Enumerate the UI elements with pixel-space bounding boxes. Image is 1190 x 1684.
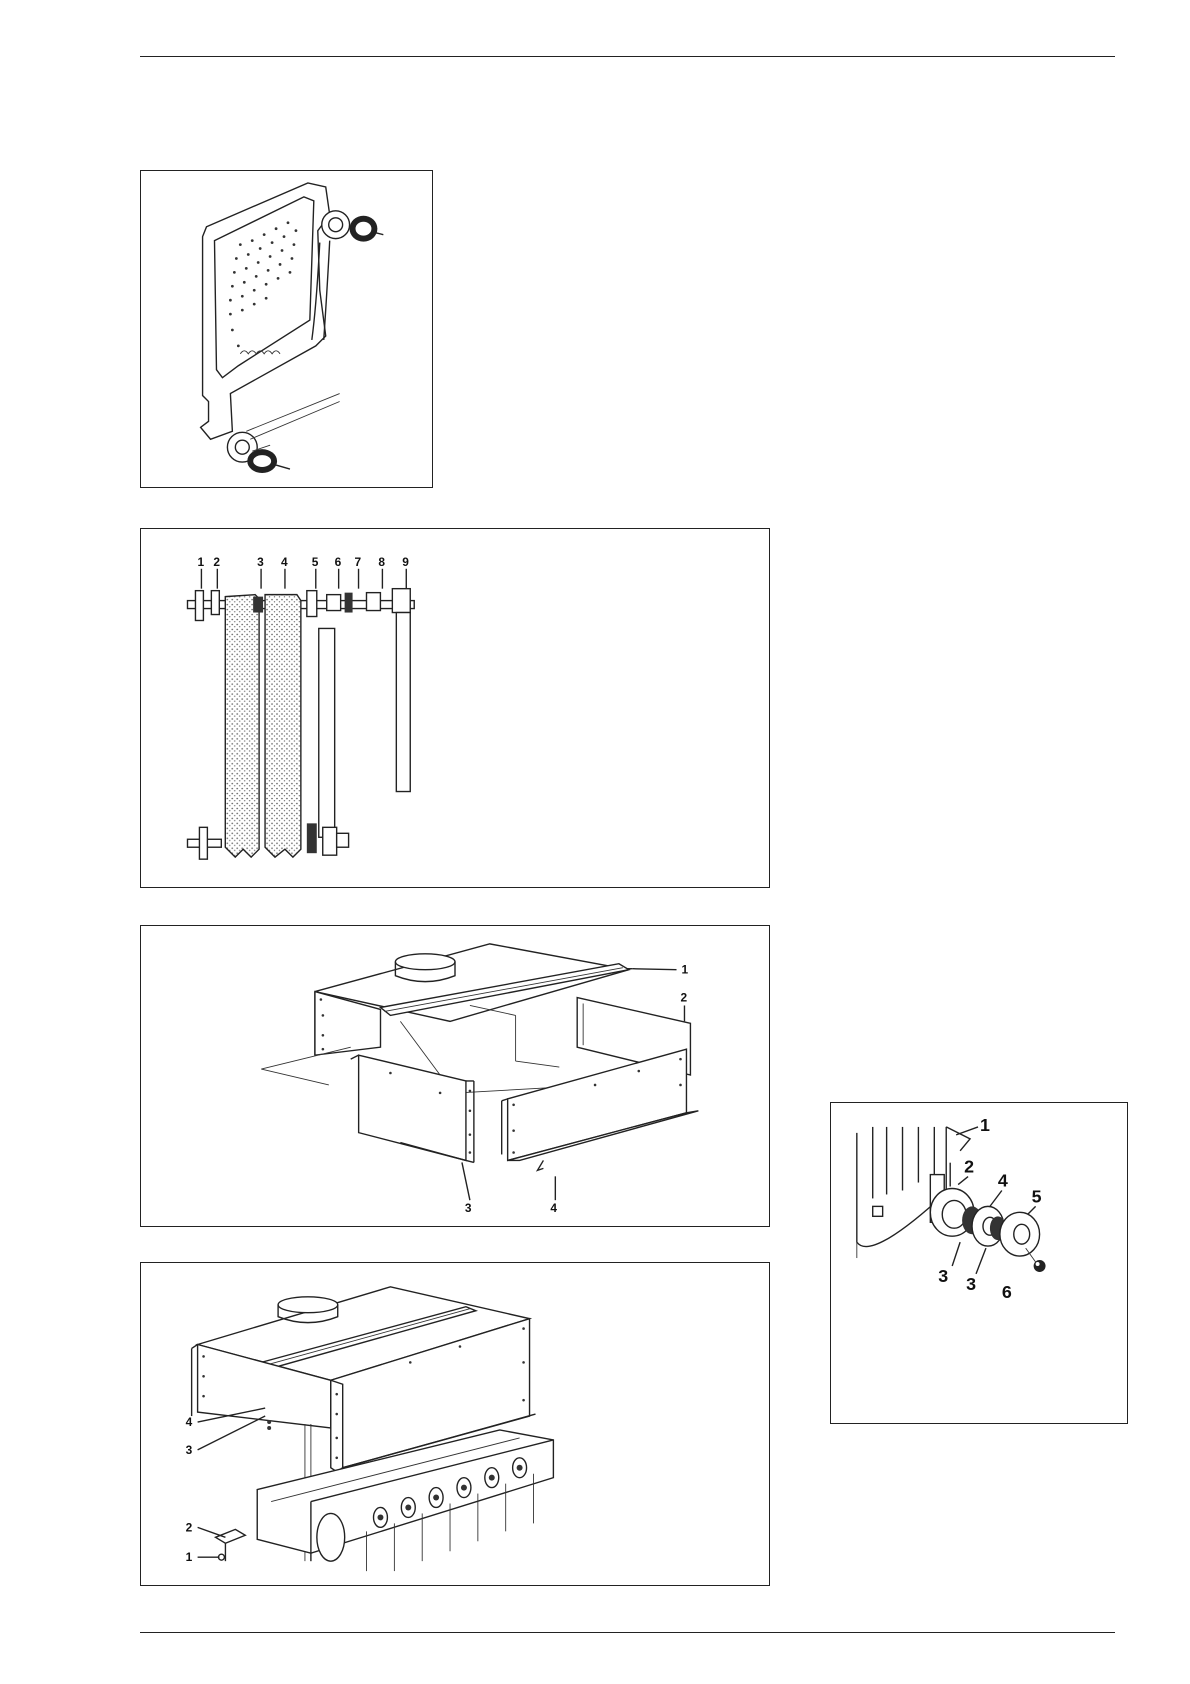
svg-text:9: 9 bbox=[402, 555, 409, 569]
svg-text:3: 3 bbox=[186, 1443, 193, 1457]
svg-text:2: 2 bbox=[964, 1157, 974, 1177]
svg-text:2: 2 bbox=[186, 1520, 193, 1534]
upper-nipple bbox=[350, 216, 384, 242]
section-assembly-drawing: 1 2 3 4 5 6 7 8 9 bbox=[141, 529, 769, 887]
svg-text:3: 3 bbox=[465, 1201, 472, 1215]
jacket-panels-drawing: 1 2 3 4 bbox=[141, 926, 769, 1226]
svg-text:7: 7 bbox=[355, 555, 362, 569]
svg-text:2: 2 bbox=[680, 990, 687, 1004]
svg-text:4: 4 bbox=[281, 555, 288, 569]
label-leaders bbox=[201, 569, 406, 589]
svg-text:3: 3 bbox=[938, 1266, 948, 1286]
svg-text:2: 2 bbox=[213, 555, 220, 569]
header-rule bbox=[140, 56, 1115, 57]
part-labels: 4 3 2 1 bbox=[186, 1415, 193, 1564]
part-labels: 1 2 3 4 5 6 7 8 9 bbox=[197, 555, 409, 569]
figure-section-assembly: 1 2 3 4 5 6 7 8 9 bbox=[140, 528, 770, 888]
figure-jacket-mounting: 4 3 2 1 bbox=[140, 1262, 770, 1586]
svg-text:3: 3 bbox=[966, 1274, 976, 1294]
svg-text:4: 4 bbox=[186, 1415, 193, 1429]
figure-boiler-section bbox=[140, 170, 433, 488]
footer-rule bbox=[140, 1632, 1115, 1633]
boiler-section-drawing bbox=[141, 171, 432, 487]
svg-text:5: 5 bbox=[1032, 1186, 1042, 1206]
figure-flange-assembly: 1 2 4 5 3 3 6 bbox=[830, 1102, 1128, 1424]
jacket-mounting-drawing: 4 3 2 1 bbox=[141, 1263, 769, 1585]
svg-text:3: 3 bbox=[257, 555, 264, 569]
svg-text:1: 1 bbox=[186, 1550, 193, 1564]
svg-text:6: 6 bbox=[335, 555, 342, 569]
svg-text:5: 5 bbox=[312, 555, 319, 569]
svg-text:6: 6 bbox=[1002, 1282, 1012, 1302]
svg-text:1: 1 bbox=[197, 555, 204, 569]
svg-text:8: 8 bbox=[378, 555, 385, 569]
svg-text:1: 1 bbox=[980, 1115, 990, 1135]
lower-nipple bbox=[247, 449, 290, 473]
figure-jacket-panels: 1 2 3 4 bbox=[140, 925, 770, 1227]
flange-assembly-drawing: 1 2 4 5 3 3 6 bbox=[831, 1103, 1127, 1423]
svg-text:1: 1 bbox=[681, 963, 688, 977]
svg-text:4: 4 bbox=[998, 1171, 1008, 1191]
svg-text:4: 4 bbox=[550, 1201, 557, 1215]
